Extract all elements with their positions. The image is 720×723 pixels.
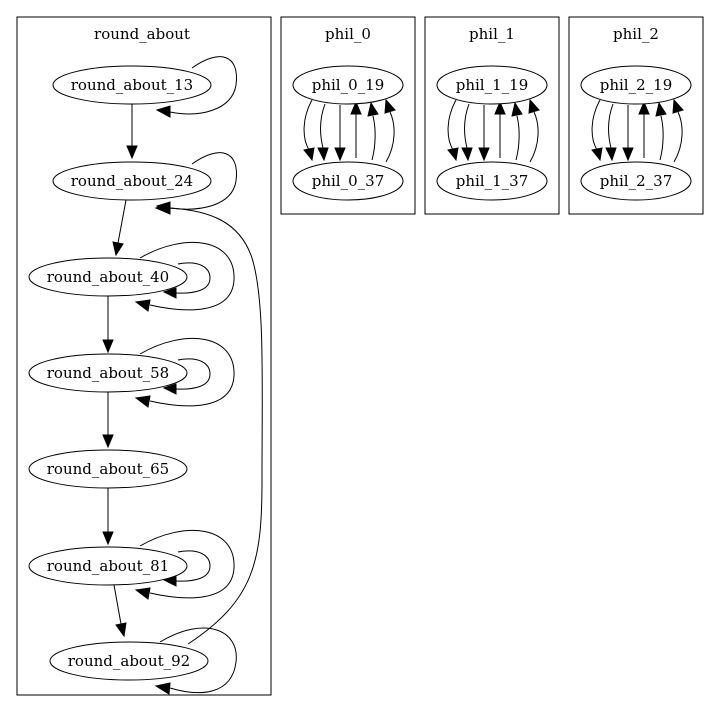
edge-phil-1-19-37-a — [447, 99, 457, 151]
edge-40-58-arrowhead — [102, 339, 114, 354]
edge-92-24 — [167, 207, 263, 645]
node-phil-0-37: phil_0_37 — [292, 161, 404, 201]
node-phil-2-19: phil_2_19 — [580, 65, 692, 105]
cluster-phil-2 — [568, 16, 704, 215]
edge-phil-0-37-19-c-arrowhead — [384, 98, 396, 114]
node-label-round-about-58: round_about_58 — [47, 364, 169, 382]
edge-81-self-outer — [139, 529, 235, 599]
edge-81-92-arrowhead — [115, 622, 127, 638]
edge-phil-2-37-19-b — [659, 115, 664, 161]
edge-92-24-arrowhead — [154, 202, 171, 215]
edge-phil-0-37-19-b — [371, 115, 376, 161]
edge-phil-1-37-19-c — [529, 111, 539, 163]
edge-phil-0-37-19-c — [385, 111, 395, 163]
edge-phil-0-19-37-a-arrowhead — [303, 147, 315, 162]
edge-13-self-arrowhead — [155, 105, 171, 118]
node-label-phil-1-19: phil_1_19 — [456, 76, 529, 94]
edge-81-self-inner — [175, 550, 211, 582]
edge-58-self-outer-arrowhead — [134, 395, 151, 408]
edge-phil-1-37-19-c-arrowhead — [528, 98, 540, 114]
cluster-phil-0 — [280, 16, 416, 215]
edge-58-self-inner — [175, 358, 211, 390]
edge-phil-1-19-37-a-arrowhead — [447, 147, 459, 162]
edge-phil-1-19-37-b-arrowhead — [461, 147, 473, 162]
edge-58-self-outer — [139, 337, 235, 407]
edge-phil-2-19-37-a — [591, 99, 601, 151]
node-label-phil-1-37: phil_1_37 — [456, 172, 529, 190]
edge-phil-0-19-37-a — [303, 99, 313, 151]
edge-phil-0-37-19-a-arrowhead — [350, 100, 362, 115]
node-label-round-about-40: round_about_40 — [47, 268, 169, 286]
edge-58-65-arrowhead — [102, 434, 114, 449]
edge-92-self-arrowhead — [154, 682, 171, 695]
cluster-label-phil-1: phil_1 — [469, 25, 515, 43]
edge-40-self-outer-arrowhead — [134, 299, 151, 312]
edge-40-self-inner — [175, 262, 211, 294]
node-round-about-58: round_about_58 — [28, 353, 188, 393]
edge-13-self — [169, 56, 237, 115]
edge-24-self — [169, 152, 237, 210]
node-round-about-40: round_about_40 — [28, 257, 188, 297]
edge-92-self — [159, 627, 237, 694]
edge-phil-2-19-37-c-arrowhead — [622, 147, 634, 162]
edge-81-92 — [113, 584, 122, 625]
node-round-about-65: round_about_65 — [28, 449, 188, 489]
cluster-label-phil-0: phil_0 — [325, 25, 371, 43]
cluster-phil-1 — [424, 16, 560, 215]
edge-phil-2-19-37-a-arrowhead — [591, 147, 603, 162]
cluster-label-round-about: round_about — [94, 25, 190, 43]
edge-phil-2-37-19-c — [673, 111, 683, 163]
node-phil-2-37: phil_2_37 — [580, 161, 692, 201]
edge-phil-0-37-19-b-arrowhead — [367, 101, 379, 117]
edge-phil-2-19-37-b — [608, 103, 614, 149]
node-phil-1-19: phil_1_19 — [436, 65, 548, 105]
edge-13-24-arrowhead — [126, 145, 138, 160]
edge-24-40-arrowhead — [112, 241, 124, 257]
edge-81-self-outer-arrowhead — [134, 587, 151, 600]
node-label-round-about-65: round_about_65 — [47, 460, 169, 478]
node-round-about-92: round_about_92 — [49, 641, 209, 681]
edge-phil-2-19-37-b-arrowhead — [605, 147, 617, 162]
node-round-about-24: round_about_24 — [52, 161, 212, 201]
edge-phil-1-37-19-b-arrowhead — [511, 101, 523, 117]
edge-24-40 — [117, 199, 127, 244]
edge-phil-2-37-19-c-arrowhead — [672, 98, 684, 114]
node-label-round-about-92: round_about_92 — [68, 652, 190, 670]
cluster-label-phil-2: phil_2 — [613, 25, 659, 43]
edge-58-self-inner-arrowhead — [162, 383, 177, 395]
edge-phil-1-37-19-a-arrowhead — [494, 100, 506, 115]
edge-40-self-inner-arrowhead — [162, 287, 177, 299]
edge-phil-0-19-37-c-arrowhead — [334, 147, 346, 162]
edge-phil-0-19-37-b — [320, 103, 326, 149]
edge-phil-1-37-19-b — [515, 115, 520, 161]
edge-65-81-arrowhead — [102, 531, 114, 546]
node-label-phil-2-19: phil_2_19 — [600, 76, 673, 94]
edge-phil-2-37-19-a-arrowhead — [638, 100, 650, 115]
node-label-phil-0-19: phil_0_19 — [312, 76, 385, 94]
edge-phil-1-19-37-c-arrowhead — [478, 147, 490, 162]
node-label-round-about-24: round_about_24 — [71, 172, 193, 190]
node-round-about-13: round_about_13 — [52, 65, 212, 105]
node-round-about-81: round_about_81 — [28, 546, 188, 586]
node-phil-0-19: phil_0_19 — [292, 65, 404, 105]
edge-phil-0-19-37-b-arrowhead — [317, 147, 329, 162]
edge-phil-1-19-37-b — [464, 103, 470, 149]
cluster-round-about — [16, 16, 272, 696]
node-label-round-about-13: round_about_13 — [71, 76, 193, 94]
node-phil-1-37: phil_1_37 — [436, 161, 548, 201]
node-label-phil-2-37: phil_2_37 — [600, 172, 673, 190]
edge-40-self-outer — [139, 241, 235, 311]
node-label-round-about-81: round_about_81 — [47, 557, 169, 575]
edge-phil-2-37-19-b-arrowhead — [655, 101, 667, 117]
node-label-phil-0-37: phil_0_37 — [312, 172, 385, 190]
